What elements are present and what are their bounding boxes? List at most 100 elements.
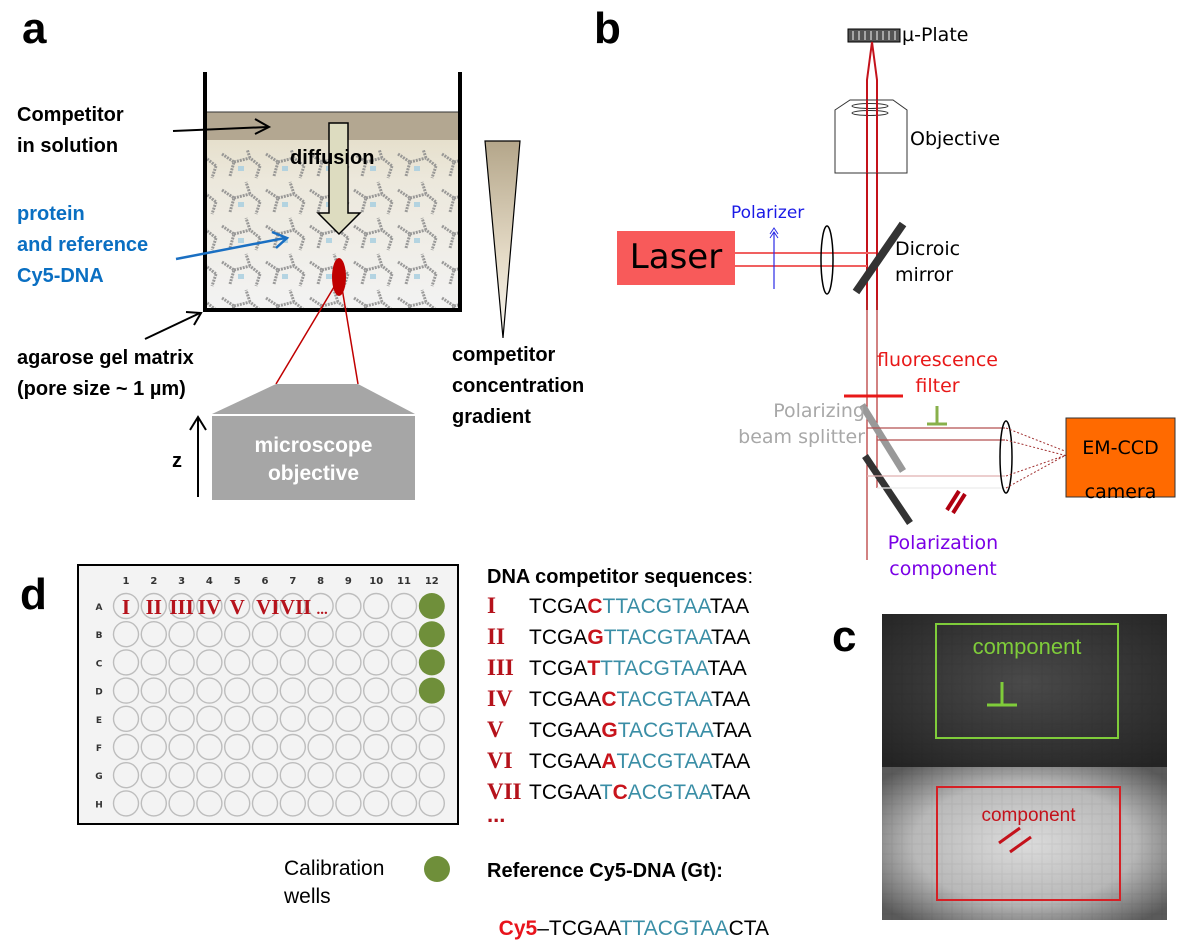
perpendicular-symbol — [927, 406, 947, 426]
plate-well — [223, 649, 251, 676]
plate-well — [363, 620, 390, 648]
well-sequence-label: ... — [317, 602, 329, 618]
plate-well — [363, 733, 390, 761]
plate-well — [140, 592, 168, 620]
well-sequence-label: III — [169, 595, 194, 619]
plate-well — [390, 620, 418, 648]
plate-well — [223, 705, 251, 733]
plate-well — [335, 620, 362, 648]
sequence-suffix: TAA — [711, 626, 751, 649]
calibration-well — [418, 593, 445, 619]
sequence-core: TACGTAA — [616, 750, 712, 773]
plate-well — [279, 592, 307, 620]
plate-column-label: 5 — [234, 576, 241, 587]
sequence-ellipsis: ... — [487, 802, 506, 827]
microplate-label: µ-Plate — [902, 24, 969, 46]
sequence-prefix: TCGA — [529, 657, 588, 680]
panel-b-letter: b — [594, 4, 621, 53]
plate-column-label: 1 — [123, 576, 130, 587]
calibration-well — [418, 649, 445, 676]
laser-box — [617, 231, 735, 285]
competitor-solution-label: Competitor in solution — [17, 104, 124, 157]
plate-well — [335, 649, 362, 676]
plate-well — [168, 677, 195, 704]
plate-row-label: C — [96, 659, 103, 669]
sequence-id: IV — [487, 686, 513, 711]
plate-well — [307, 677, 334, 704]
sequence-suffix: TAA — [712, 719, 752, 742]
sequence-id: III — [487, 655, 514, 680]
container-walls — [203, 72, 462, 312]
plate-well — [418, 705, 445, 733]
sequence-core: ACGTAA — [627, 781, 712, 804]
plate-well — [112, 761, 140, 789]
plate-well — [196, 649, 223, 676]
plate-well — [196, 761, 223, 789]
well-sequence-label: IV — [198, 595, 221, 619]
plate-well — [223, 677, 251, 704]
plate-well — [196, 592, 223, 620]
plate-row-label: A — [96, 603, 103, 613]
polarization-component-label: Polarization component — [887, 532, 999, 580]
plate-well — [140, 705, 168, 733]
plate-well — [307, 705, 334, 733]
em-ccd-camera — [1065, 417, 1176, 498]
plate-well — [363, 677, 390, 704]
plate-well — [251, 677, 279, 704]
polarizer-label: Polarizer — [731, 203, 805, 223]
plate-well — [335, 761, 362, 789]
diffusion-arrow — [316, 122, 362, 236]
gradient-triangle — [484, 140, 521, 339]
sequence-suffix: TAA — [707, 657, 747, 680]
plate-well — [363, 761, 390, 789]
gel-matrix-label: agarose gel matrix (pore size ~ 1 µm) — [17, 347, 194, 400]
fluorescence-filter-label: fluorescence filter — [877, 349, 998, 397]
panel-c-camera-image — [882, 614, 1167, 920]
plate-row-label: E — [96, 716, 102, 726]
plate-well — [390, 733, 418, 761]
plate-well — [335, 733, 362, 761]
plate-well — [223, 620, 251, 648]
dichroic-mirror — [852, 221, 907, 295]
plate-well — [112, 705, 140, 733]
plate-column-label: 8 — [317, 576, 324, 587]
plate-row-label: F — [96, 744, 102, 754]
plate-row-label: D — [95, 688, 102, 698]
plate-well — [196, 733, 223, 761]
plate-well — [390, 790, 418, 817]
plate-well — [390, 592, 418, 620]
sequence-mutation: G — [601, 719, 618, 742]
plate-well — [307, 733, 334, 761]
dichroic-mirror-label: Dicroic mirror — [895, 238, 961, 286]
well-sequence-label: II — [146, 595, 162, 619]
plate-well — [390, 705, 418, 733]
plate-well — [251, 620, 279, 648]
plate-well — [168, 705, 195, 733]
plate-well — [168, 733, 195, 761]
plate-well — [335, 790, 362, 817]
plate-well — [279, 733, 307, 761]
plate-well — [279, 705, 307, 733]
plate-column-label: 10 — [369, 576, 383, 587]
panel-c-letter: c — [832, 612, 857, 661]
plate-well — [418, 761, 445, 789]
z-label: z — [172, 450, 182, 472]
well-sequence-label: I — [122, 595, 130, 619]
plate-well — [140, 649, 168, 676]
panel-b-optical-setup — [617, 28, 1176, 560]
sequence-prefix: TCGAA — [529, 781, 600, 804]
plate-well — [168, 620, 195, 648]
plate-well — [196, 620, 223, 648]
plate-well — [307, 790, 334, 817]
plate-column-label: 9 — [345, 576, 352, 587]
sequence-id: V — [487, 717, 504, 742]
plate-well — [307, 620, 334, 648]
plate-well — [335, 592, 362, 620]
sequence-mutation: T — [587, 657, 601, 680]
